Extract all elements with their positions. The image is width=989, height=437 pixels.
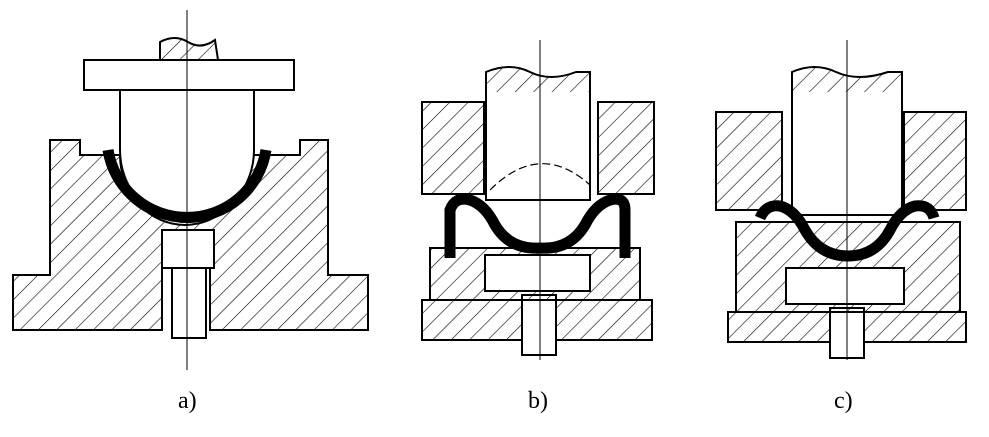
upper-die-right-b	[597, 101, 655, 195]
ejector-block-a	[161, 229, 215, 269]
upper-die-left-c	[715, 111, 783, 211]
view-b	[421, 40, 655, 360]
ejector-rod-a	[171, 267, 207, 339]
view-c	[715, 40, 967, 360]
workpiece-c	[754, 200, 940, 262]
ejector-block-b	[484, 254, 591, 292]
upper-die-right-c	[903, 111, 967, 211]
punch-plate-a	[83, 59, 295, 91]
caption-a: a)	[178, 388, 197, 414]
shank-a	[159, 37, 220, 61]
ejector-rod-b	[521, 294, 557, 356]
punch-top-hatch-b	[486, 67, 590, 92]
dashed-arc-b	[489, 163, 591, 191]
view-a	[12, 10, 369, 370]
caption-b: b)	[528, 388, 548, 414]
caption-c: c)	[834, 388, 853, 414]
ejector-block-c	[785, 267, 905, 305]
upper-die-left-b	[421, 101, 485, 195]
